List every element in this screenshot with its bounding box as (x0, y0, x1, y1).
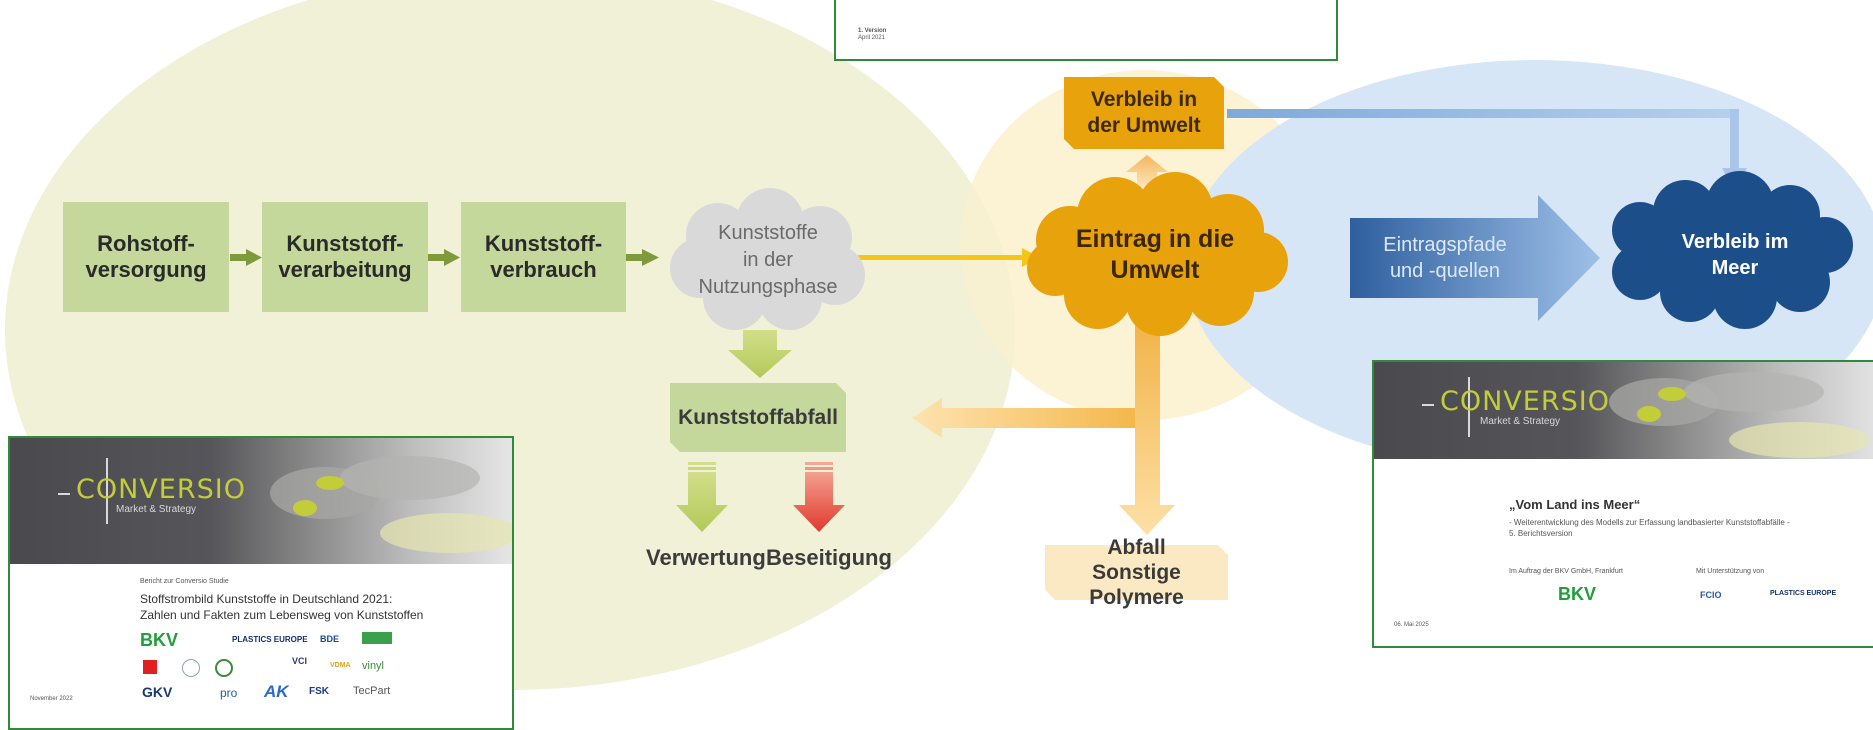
chain-arrow-3 (626, 249, 659, 266)
disposal-label: Beseitigung (766, 545, 892, 570)
logo-ak: AK (264, 682, 289, 701)
report-right-title: „Vom Land ins Meer“ (1509, 497, 1641, 512)
logo-red-square (143, 660, 157, 674)
logo-bkv: BKV (1558, 584, 1597, 604)
report-right-support: Mit Unterstützung von (1696, 568, 1765, 575)
report-top-cover: 1. Version April 2021 (834, 0, 1338, 61)
remain-sea-label: Verbleib im Meer (1681, 231, 1789, 279)
disposal-arrow (793, 462, 845, 532)
sea-cloud (1612, 171, 1853, 329)
report-right-brand: CONVERSIO (1440, 386, 1610, 417)
report-right-date: 06. Mai 2025 (1394, 622, 1429, 628)
environment-to-waste-arrow (912, 398, 1135, 438)
chain-arrow-2 (428, 249, 460, 266)
recovery-label: Verwertung (646, 545, 766, 570)
logo-plastics-europe: PLASTICS EUROPE (1770, 590, 1837, 597)
use-to-waste-arrow (728, 330, 792, 378)
report-right-cover: CONVERSIO Market & Strategy „Vom Land in… (1372, 360, 1873, 648)
report-left-cover: CONVERSIO Market & Strategy Bericht zur … (8, 436, 514, 730)
report-left-accent-line (58, 493, 70, 495)
logo-circle-green (215, 659, 233, 677)
logo-tecpart: TecPart (353, 685, 391, 697)
report-left-date: November 2022 (30, 696, 73, 702)
raw-material-box: Rohstoff- versorgung (63, 202, 229, 312)
processing-box: Kunststoff- verarbeitung (262, 202, 428, 312)
logo-green-badge (362, 632, 392, 644)
other-waste-box (1045, 545, 1228, 600)
chain-arrow-1 (230, 249, 262, 266)
entry-to-remain-arrow (1126, 155, 1168, 188)
waste-box-shape (670, 383, 846, 452)
report-left-brand: CONVERSIO (76, 474, 246, 505)
pathways-label: Eintragspfade und -quellen (1383, 234, 1507, 282)
recovery-arrow (676, 462, 728, 532)
report-right-accent-line (1422, 404, 1434, 406)
processing-label: Kunststoff- verarbeitung (278, 231, 412, 282)
report-left-overline: Bericht zur Conversio Studie (140, 578, 229, 585)
report-left-brand-sub: Market & Strategy (116, 504, 197, 515)
pathways-arrow (1350, 195, 1600, 321)
logo-vci: VCI (292, 656, 308, 666)
report-right-commission: Im Auftrag der BKV GmbH, Frankfurt (1509, 568, 1623, 575)
remain-environment-box (1064, 77, 1224, 149)
report-top-date: April 2021 (858, 35, 886, 41)
use-phase-label: Kunststoffe in der Nutzungsphase (698, 221, 838, 298)
logo-bde: BDE (320, 634, 340, 644)
report-right-subtitle: - Weiterentwicklung des Modells zur Erfa… (1509, 518, 1790, 538)
logo-gkv: GKV (142, 684, 173, 700)
report-right-vertical-line (1468, 377, 1470, 437)
raw-material-label: Rohstoff- versorgung (85, 231, 207, 282)
report-right-brand-sub: Market & Strategy (1480, 416, 1561, 427)
waste-label: Kunststoffabfall (678, 405, 838, 429)
entry-environment-cloud (1027, 172, 1288, 336)
world-map-image (1609, 372, 1869, 458)
use-phase-cloud (670, 188, 865, 330)
consumption-label: Kunststoff- verbrauch (484, 231, 603, 282)
report-left-vertical-line (106, 458, 108, 524)
remain-environment-label: Verbleib in der Umwelt (1087, 88, 1201, 137)
environment-to-other-arrow (1119, 325, 1175, 535)
report-right-header: CONVERSIO Market & Strategy (1374, 362, 1873, 459)
logo-fcio: FCIO (1700, 590, 1722, 600)
logo-bkv: BKV (140, 630, 179, 650)
logo-vdma: VDMA (330, 662, 351, 669)
report-top-version: 1. Version (858, 28, 887, 34)
logo-circle-k (182, 659, 200, 677)
world-map-image (270, 456, 512, 553)
report-left-header: CONVERSIO Market & Strategy (10, 438, 512, 564)
consumption-box: Kunststoff- verbrauch (461, 202, 626, 312)
logo-fsk: FSK (309, 686, 329, 697)
logo-vinyl: vinyl (362, 660, 385, 672)
report-left-title: Stoffstrombild Kunststoffe in Deutschlan… (140, 592, 424, 622)
logo-pro: pro (220, 686, 238, 700)
entry-environment-label: Eintrag in die Umwelt (1075, 225, 1235, 284)
logo-plastics-europe: PLASTICS EUROPE (232, 635, 308, 644)
other-waste-label: Abfall Sonstige Polymere (1089, 536, 1184, 609)
